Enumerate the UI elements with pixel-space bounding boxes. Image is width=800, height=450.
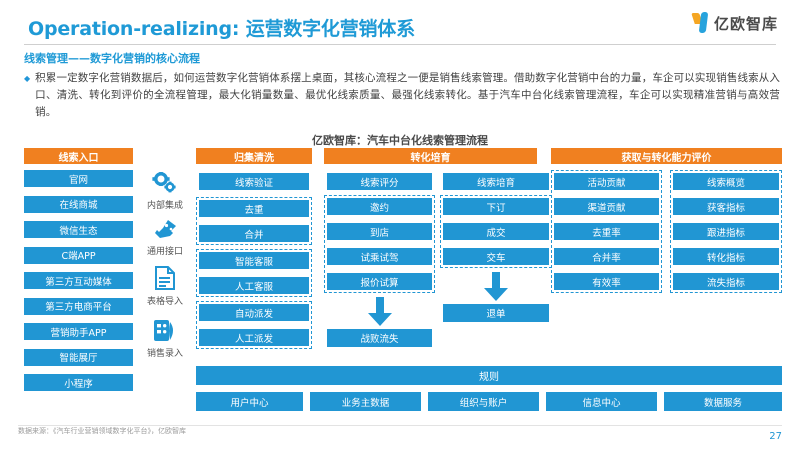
- clipboard-icon: [153, 318, 177, 345]
- cleaning-cell-自动派发[interactable]: 自动派发: [199, 304, 309, 321]
- evaluation-cell-渠道贡献[interactable]: 渠道贡献: [554, 198, 659, 215]
- nurture-top-线索培育[interactable]: 线索培育: [443, 173, 549, 190]
- section-paragraph: 积累一定数字化营销数据后，如何运营数字化营销体系摆上桌面，其核心流程之一便是销售…: [35, 72, 780, 118]
- entry-cell-小程序[interactable]: 小程序: [24, 374, 133, 391]
- entry-cell-在线商城[interactable]: 在线商城: [24, 195, 133, 213]
- nurture-outcome-战败流失[interactable]: 战败流失: [327, 329, 432, 347]
- page-number: 27: [769, 431, 782, 442]
- data-source-note: 数据来源：《汽车行业营销领域数字化平台》，亿欧智库: [18, 427, 186, 435]
- integration-method-label: 通用接口: [146, 247, 183, 257]
- platform-cell-数据服务[interactable]: 数据服务: [664, 392, 782, 411]
- entry-cell-官网[interactable]: 官网: [24, 170, 133, 187]
- entry-cell-营销助手APP[interactable]: 营销助手APP: [24, 323, 133, 340]
- section-subtitle: 线索管理——数字化营销的核心流程: [24, 52, 200, 65]
- cleaning-cell-人工派发[interactable]: 人工派发: [199, 329, 309, 346]
- evaluation-cell-转化指标[interactable]: 转化指标: [673, 248, 779, 265]
- evaluation-cell-获客指标[interactable]: 获客指标: [673, 198, 779, 215]
- page-title: Operation-realizing: 运营数字化营销体系: [28, 18, 415, 40]
- entry-cell-智能展厅[interactable]: 智能展厅: [24, 348, 133, 366]
- entry-cell-微信生态[interactable]: 微信生态: [24, 221, 133, 238]
- nurture-cell-成交[interactable]: 成交: [443, 223, 549, 240]
- gears-icon: [152, 172, 178, 197]
- section-paragraph-block: ◆ 积累一定数字化营销数据后，如何运营数字化营销体系摆上桌面，其核心流程之一便是…: [24, 70, 780, 121]
- header-divider: [24, 44, 776, 45]
- platform-cell-组织与账户[interactable]: 组织与账户: [428, 392, 539, 411]
- entry-cell-第三方电商平台[interactable]: 第三方电商平台: [24, 297, 133, 315]
- integration-method-label: 销售录入: [146, 349, 183, 359]
- yiou-brand-mark-icon: [691, 12, 711, 34]
- column-header-归集清洗: 归集清洗: [196, 148, 312, 164]
- platform-cell-用户中心[interactable]: 用户中心: [196, 392, 303, 411]
- cleaning-cell-智能客服[interactable]: 智能客服: [199, 252, 309, 269]
- column-header-转化培育: 转化培育: [324, 148, 537, 164]
- cleaning-cell-线索验证[interactable]: 线索验证: [199, 173, 309, 190]
- brand-logo-text: 亿欧智库: [713, 14, 778, 33]
- nurture-cell-报价试算[interactable]: 报价试算: [327, 273, 432, 290]
- evaluation-cell-合并率[interactable]: 合并率: [554, 248, 659, 265]
- integration-method-document-icon: 表格导入: [138, 266, 192, 307]
- cleaning-cell-合并[interactable]: 合并: [199, 225, 309, 242]
- cleaning-cell-去重[interactable]: 去重: [199, 200, 309, 217]
- nurture-outcome-退单[interactable]: 退单: [443, 304, 549, 322]
- integration-method-plug-icon: 通用接口: [138, 218, 192, 257]
- nurture-top-线索评分[interactable]: 线索评分: [327, 173, 432, 190]
- diagram-title: 亿欧智库：汽车中台化线索管理流程: [312, 134, 488, 147]
- brand-logo: 亿欧智库: [691, 12, 778, 34]
- evaluation-cell-活动贡献[interactable]: 活动贡献: [554, 173, 659, 190]
- evaluation-cell-跟进指标[interactable]: 跟进指标: [673, 223, 779, 240]
- flow-arrow-down: [483, 272, 509, 306]
- platform-cell-信息中心[interactable]: 信息中心: [546, 392, 657, 411]
- evaluation-cell-线索概览[interactable]: 线索概览: [673, 173, 779, 190]
- entry-cell-C端APP[interactable]: C端APP: [24, 246, 133, 264]
- document-icon: [154, 266, 176, 293]
- nurture-cell-邀约[interactable]: 邀约: [327, 198, 432, 215]
- evaluation-cell-有效率[interactable]: 有效率: [554, 273, 659, 290]
- flow-arrow-down: [367, 297, 393, 331]
- integration-method-label: 表格导入: [146, 297, 183, 307]
- integration-method-clipboard-icon: 销售录入: [138, 318, 192, 359]
- entry-cell-第三方互动媒体[interactable]: 第三方互动媒体: [24, 272, 133, 289]
- plug-icon: [152, 218, 178, 243]
- integration-method-label: 内部集成: [146, 201, 183, 211]
- evaluation-cell-流失指标[interactable]: 流失指标: [673, 273, 779, 290]
- bullet-icon: ◆: [24, 74, 31, 83]
- evaluation-cell-去重率[interactable]: 去重率: [554, 223, 659, 240]
- nurture-cell-到店[interactable]: 到店: [327, 223, 432, 240]
- footer-divider: [18, 425, 782, 426]
- platform-cell-业务主数据[interactable]: 业务主数据: [310, 392, 421, 411]
- cleaning-cell-人工客服[interactable]: 人工客服: [199, 277, 309, 294]
- rules-bar[interactable]: 规则: [196, 366, 782, 385]
- column-header-获取与转化能力评价: 获取与转化能力评价: [551, 148, 782, 164]
- lead-management-flow-diagram: 线索入口 归集清洗转化培育获取与转化能力评价官网在线商城微信生态 C端APP 第三方互…: [0, 148, 800, 413]
- nurture-cell-交车[interactable]: 交车: [443, 248, 549, 265]
- nurture-cell-试乘试驾[interactable]: 试乘试驾: [327, 248, 432, 265]
- nurture-cell-下订[interactable]: 下订: [443, 198, 549, 215]
- column-header-线索入口: 线索入口: [24, 148, 133, 164]
- integration-method-gears-icon: 内部集成: [138, 172, 192, 211]
